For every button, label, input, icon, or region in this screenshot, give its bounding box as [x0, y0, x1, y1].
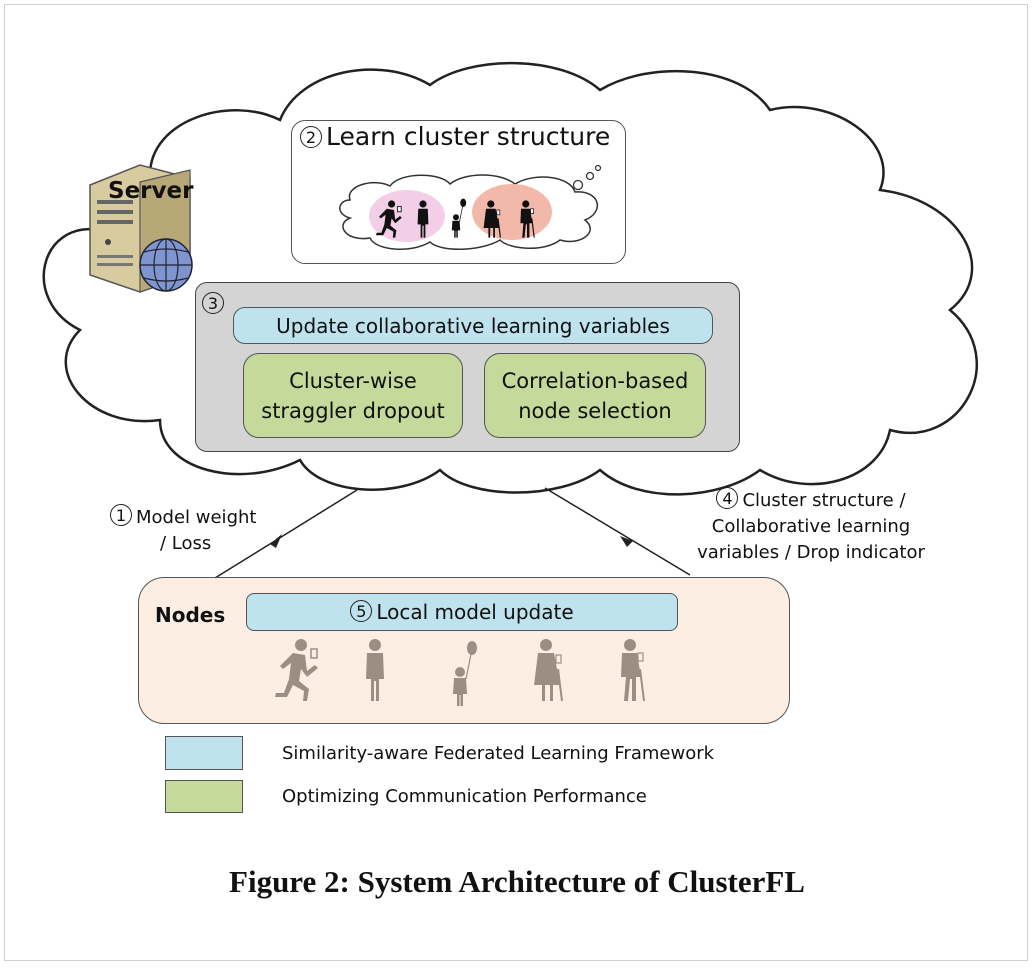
node-selection-box: Correlation-based node selection	[484, 353, 706, 438]
legend-text-blue: Similarity-aware Federated Learning Fram…	[282, 743, 715, 764]
globe-icon	[139, 238, 193, 292]
figure-caption: Figure 2: System Architecture of Cluster…	[229, 864, 805, 899]
step4-line3: variables / Drop indicator	[697, 542, 925, 563]
update-collab-label: Update collaborative learning variables	[276, 313, 670, 338]
update-collab-box: Update collaborative learning variables	[233, 307, 713, 344]
node-selection-label: Correlation-based node selection	[501, 368, 689, 423]
step4-number: 4	[716, 487, 739, 509]
step5-number: 5	[350, 600, 373, 622]
straggler-dropout-box: Cluster-wise straggler dropout	[243, 353, 463, 438]
learn-cluster-box	[291, 120, 626, 264]
arrow-upload	[214, 489, 358, 579]
step4-line1: Cluster structure /	[742, 490, 906, 511]
arrow-upload-head	[270, 534, 282, 548]
legend-text-green: Optimizing Communication Performance	[282, 786, 647, 807]
step1-number: 1	[110, 504, 132, 526]
arrow-download-head	[620, 536, 633, 547]
figure-frame	[4, 4, 1028, 961]
step4-line2: Collaborative learning	[711, 516, 911, 537]
server-label: Server	[108, 178, 194, 204]
nodes-label: Nodes	[155, 603, 226, 627]
step2-title: Learn cluster structure	[326, 122, 611, 151]
straggler-dropout-label: Cluster-wise straggler dropout	[261, 368, 445, 423]
step2-number: 2	[300, 126, 322, 148]
thought-cloud	[339, 164, 602, 250]
legend-swatch-green	[165, 780, 243, 813]
step3-number-wrap: 3	[202, 292, 228, 315]
step3-number: 3	[202, 292, 224, 314]
legend-swatch-blue	[165, 736, 243, 770]
step1-line2: / Loss	[160, 533, 212, 554]
arrow-download	[544, 487, 691, 576]
step5-label: Local model update	[376, 600, 574, 624]
step1-line1: Model weight	[136, 507, 257, 528]
